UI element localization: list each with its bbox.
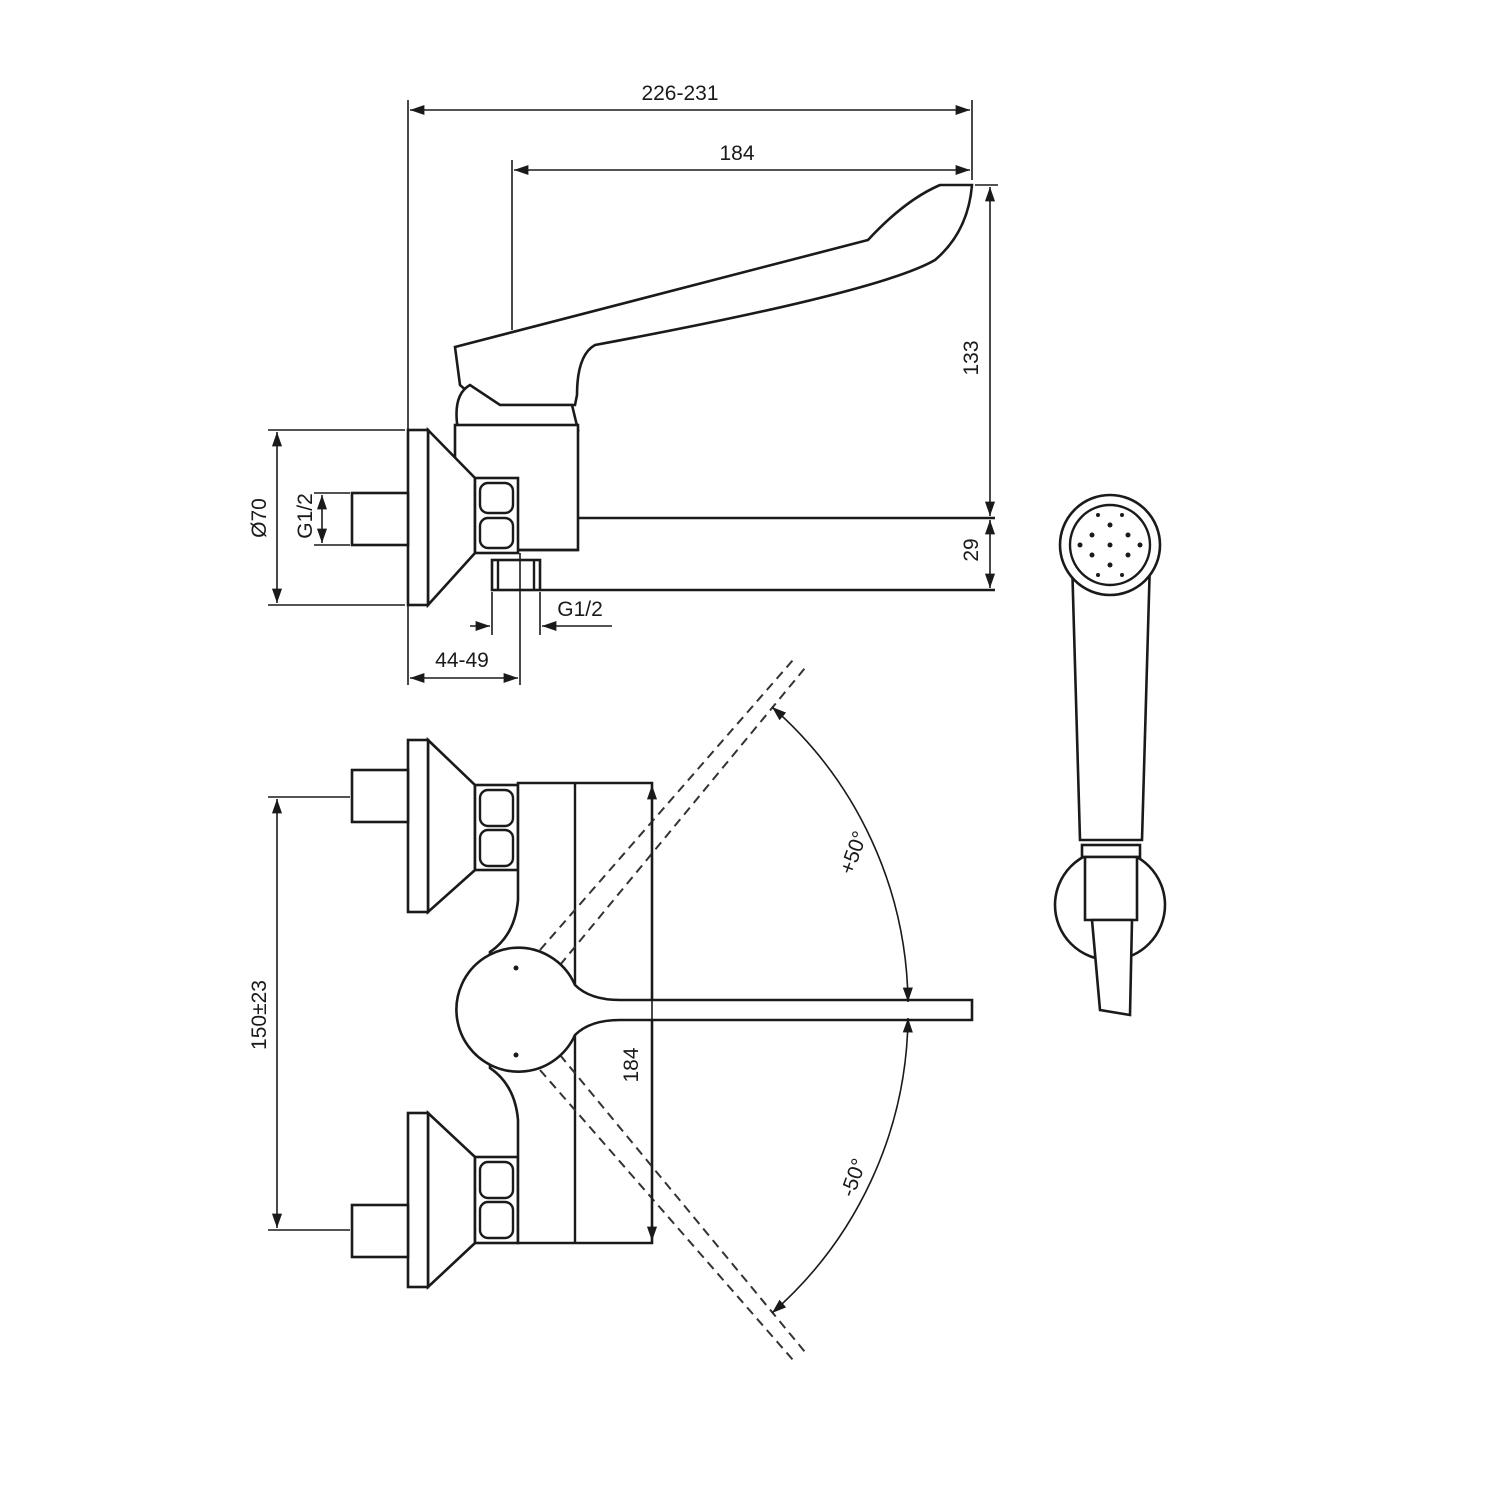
angle-minus-label: -50° [836, 1156, 871, 1200]
wall-flange [406, 428, 430, 607]
flange-diameter-label: Ø70 [248, 498, 271, 538]
inlet-spacing-label: 150±23 [248, 980, 271, 1050]
angle-plus-label: +50° [836, 828, 873, 877]
inlet-connector [350, 491, 410, 547]
height-lever-label: 133 [960, 340, 983, 375]
inlet-thread-label: G1/2 [294, 493, 317, 539]
outlet-thread-label: G1/2 [557, 598, 603, 621]
lever-length-label: 184 [719, 142, 754, 165]
lever-top [455, 946, 974, 1073]
hex-nut [473, 476, 520, 555]
top-view: +50° -50° 150±23 184 [248, 659, 974, 1361]
wall-offset-label: 44-49 [435, 649, 489, 672]
overall-length-label: 226-231 [641, 82, 718, 105]
hand-shower [1053, 493, 1167, 1017]
height-outlet-label: 29 [960, 538, 983, 561]
side-view: 226-231 184 133 29 Ø70 [248, 82, 998, 685]
lever-handle [453, 183, 974, 407]
body-height-label: 184 [620, 1047, 643, 1082]
